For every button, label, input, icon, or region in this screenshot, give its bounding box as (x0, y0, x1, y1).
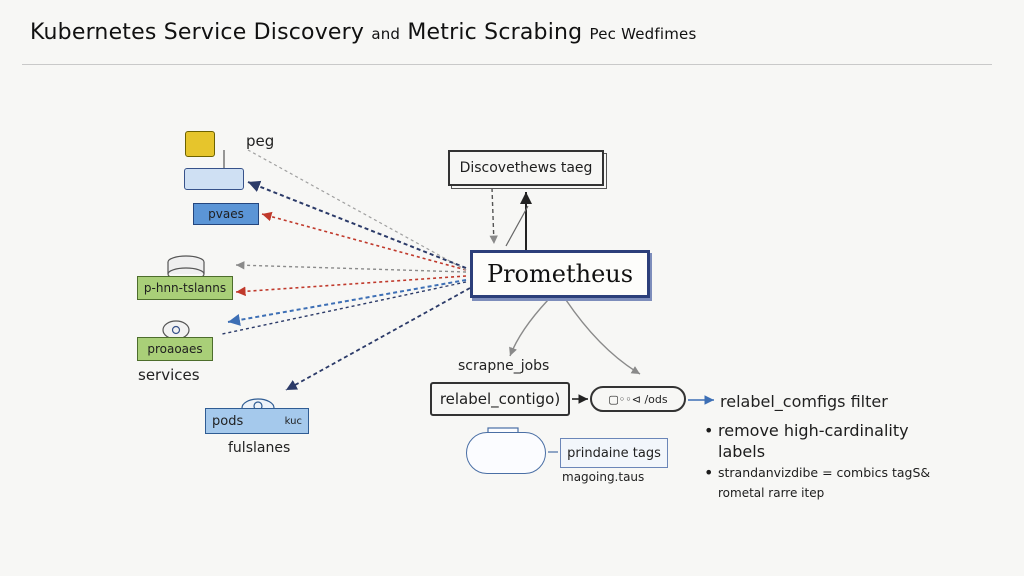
k8s-node-light-blue (184, 168, 244, 190)
relabel-configs-box: relabel_contigo) (430, 382, 570, 416)
title-part-1: Kubernetes Service Discovery (30, 20, 365, 45)
curve-prom-to-right (565, 299, 641, 375)
prometheus-box: Prometheus (470, 250, 650, 298)
bullet-dot: • (704, 463, 714, 482)
relabel-notes-list: • remove high-cardinality labels • stran… (704, 420, 1004, 504)
k8s-node-yellow (185, 131, 215, 157)
arrow-prom-to-green1-gray (235, 261, 467, 273)
list-item: • strandanvizdibe = combics tagS& (704, 462, 1004, 483)
arrow-prom-to-services-blue (227, 279, 467, 326)
arrow-prom-to-node-top (247, 180, 467, 269)
pods-label-left: pods (212, 413, 244, 429)
arrow-prom-to-blue-node-red (261, 211, 467, 271)
clusters-label: fulslanes (228, 440, 291, 456)
bullet-2-line-2: rometal rarre itep (718, 486, 825, 500)
bullet-dot: • (704, 421, 714, 440)
list-item: • remove high-cardinality (704, 420, 1004, 441)
bullet-1-line-2: labels (718, 442, 766, 461)
peg-label: peg (246, 132, 275, 150)
config-bubble (466, 432, 546, 474)
stroke-discover-diag (505, 205, 529, 247)
arrow-prom-to-gray-top (247, 149, 467, 271)
arrow-prom-to-pods (285, 287, 471, 391)
title-part-4: Pec Wedfimes (589, 25, 697, 43)
title-part-3: Metric Scrabing (407, 20, 583, 45)
curve-prom-to-scrape (509, 299, 549, 357)
primary-tags-box: prindaine tags (560, 438, 668, 468)
arrow-prom-to-services-navy (221, 281, 467, 335)
relabel-filter-label: relabel_comfigs filter (720, 392, 888, 411)
k8s-node-blue: pvaes (193, 203, 259, 225)
page-title: Kubernetes Service Discovery and Metric … (30, 20, 697, 45)
title-part-2: and (371, 25, 401, 43)
arrow-prom-to-green1-red (235, 275, 467, 297)
bullet-1-line-1: remove high-cardinality (718, 421, 909, 440)
database-icon (167, 255, 205, 281)
mapping-tags-label: magoing.taus (562, 470, 645, 484)
scrape-jobs-label: scrapne_jobs (458, 358, 550, 374)
k8s-green-node-services: proaoaes (137, 337, 213, 361)
k8s-green-node-top: p-hnn-tslanns (137, 276, 233, 300)
title-divider (22, 64, 992, 65)
pods-label-right: kuc (284, 415, 302, 427)
relabel-pipeline-oval: ▢◦◦⊲ /ods (590, 386, 686, 412)
discovery-tags-box: Discovethews taeg (448, 150, 604, 186)
k8s-pods-node: pods kuc (205, 408, 309, 434)
bullet-2-line-1: strandanvizdibe = combics tagS& (718, 465, 931, 480)
services-label: services (138, 366, 200, 384)
arrow-discover-down (489, 187, 498, 245)
